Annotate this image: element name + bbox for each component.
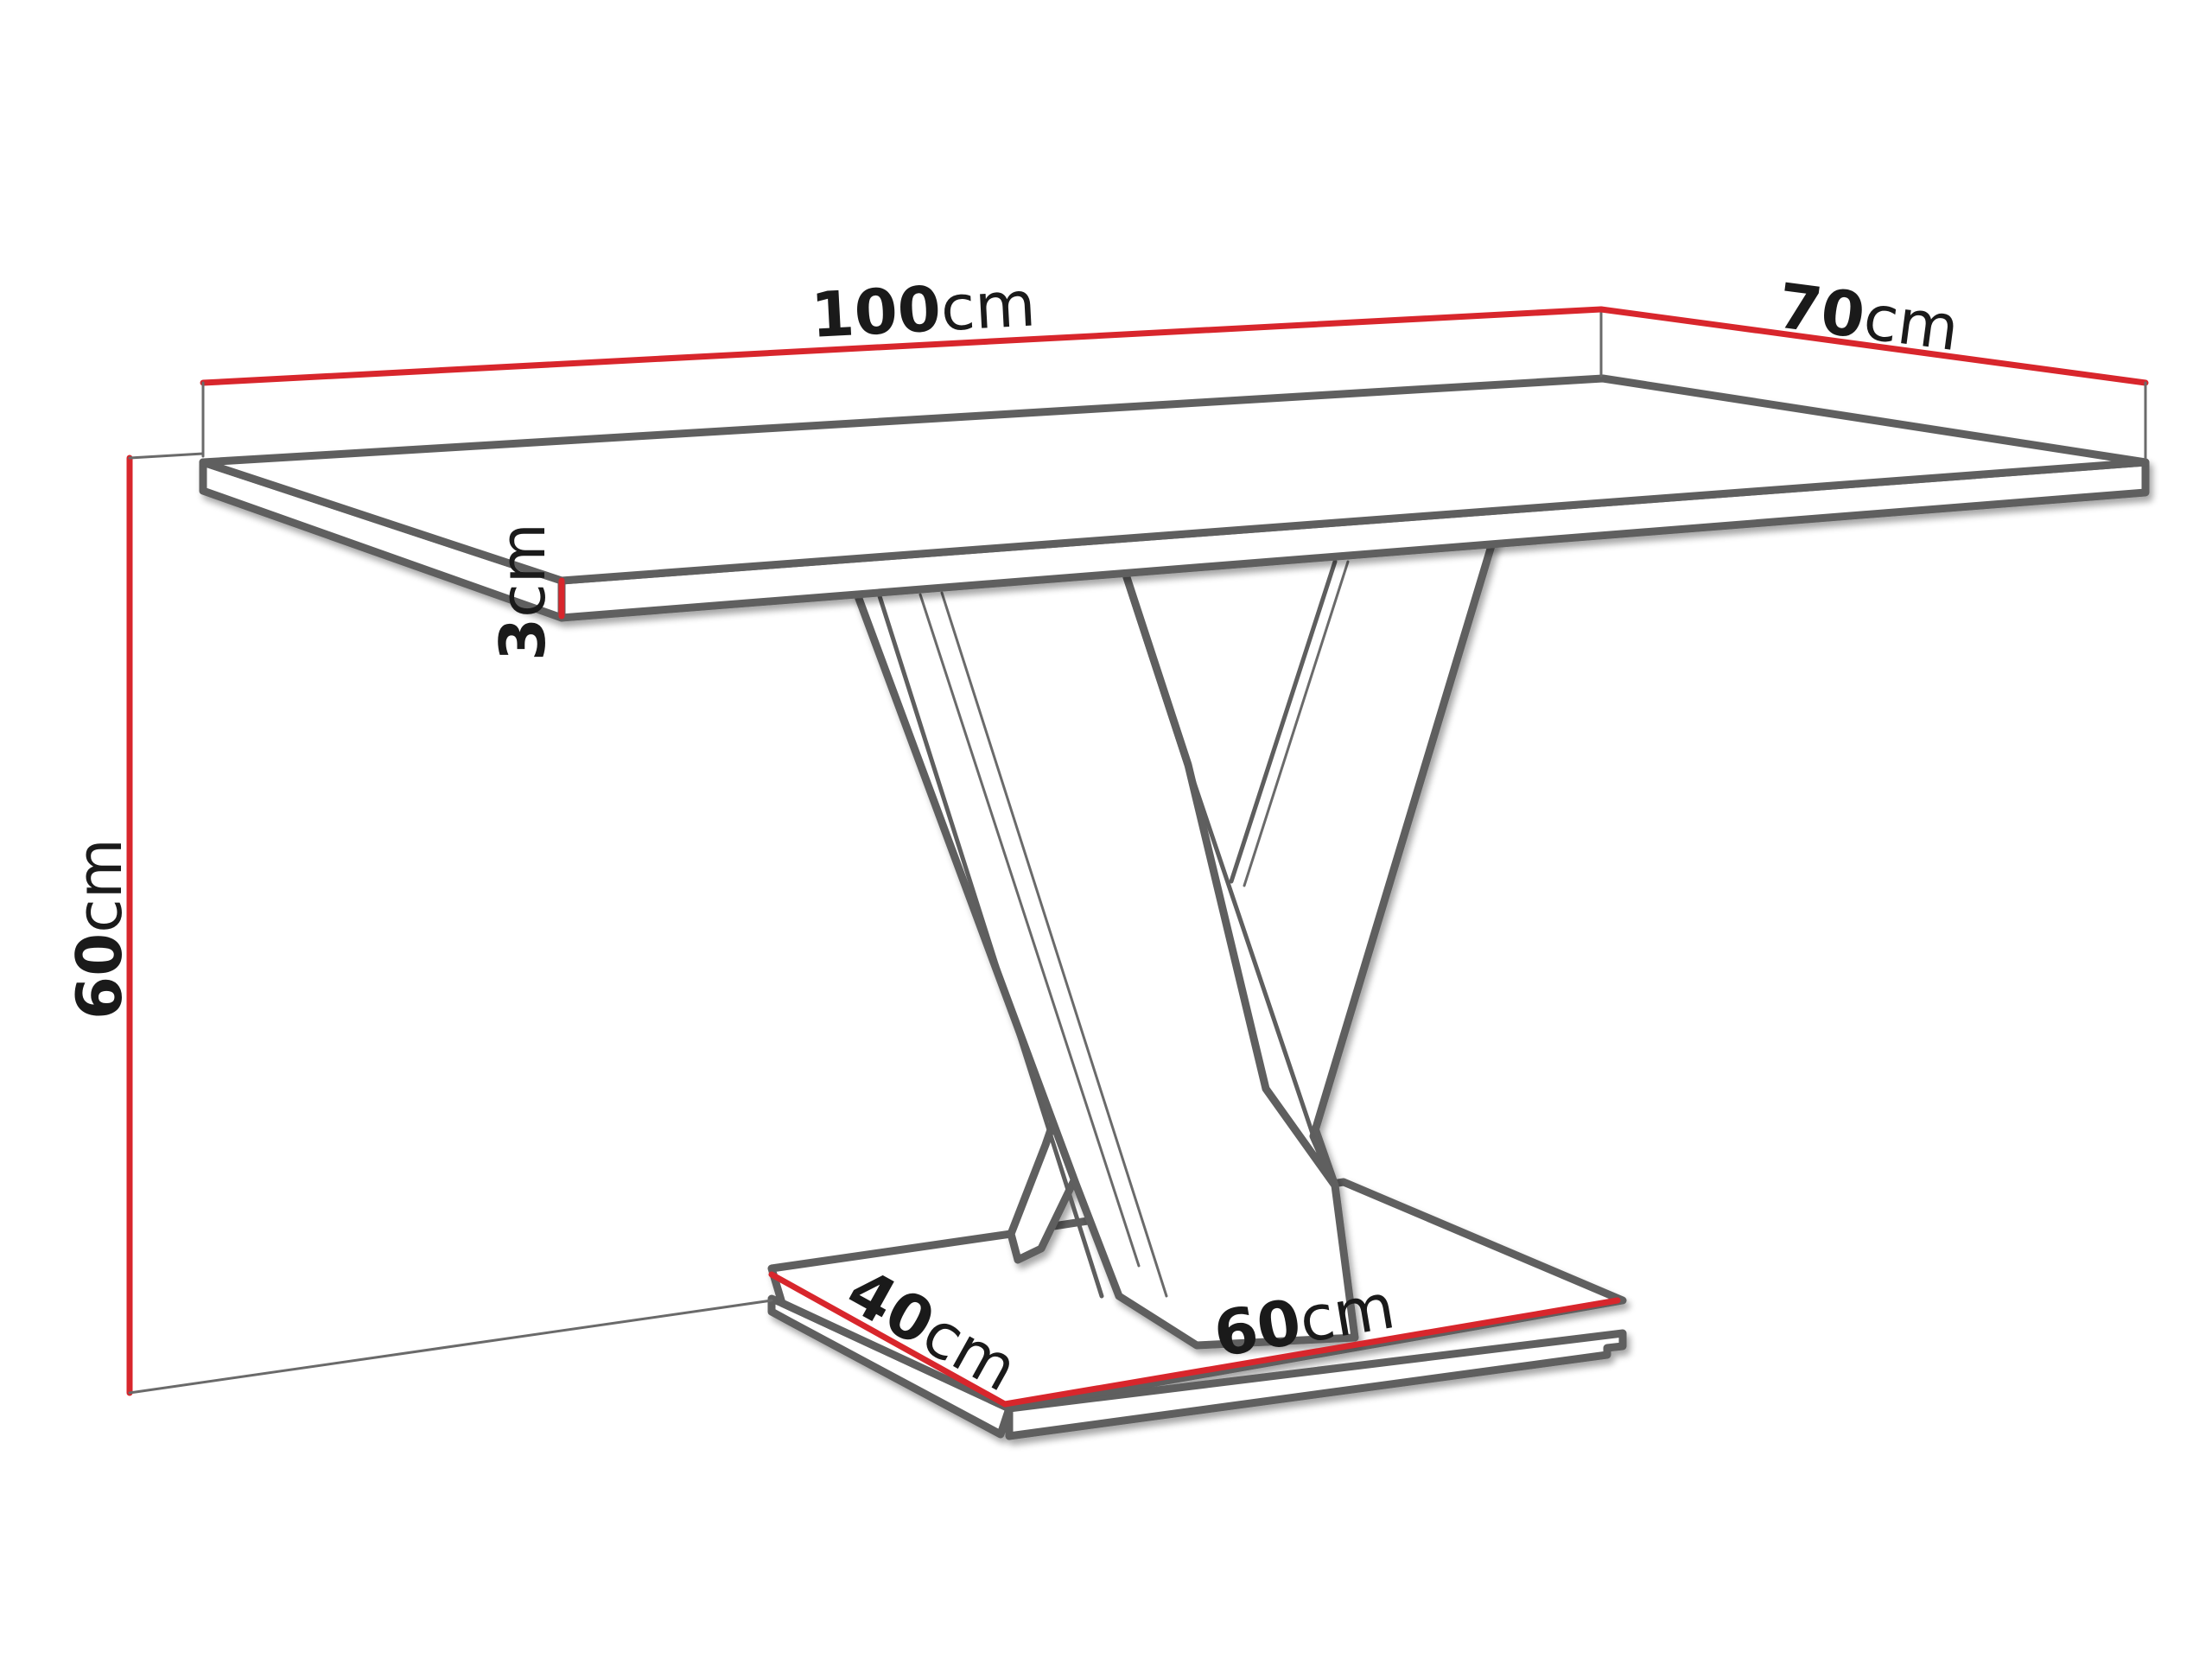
label-top-width-value: 70	[1774, 270, 1869, 353]
dim-line-base-width	[768, 1271, 1008, 1408]
dim-line-top-length	[200, 306, 1605, 386]
label-top-width-unit: cm	[1859, 281, 1963, 365]
pedestal-details	[877, 559, 1350, 1299]
pedestal-center-edge	[1185, 762, 1316, 1139]
pedestal-groove-left-3	[940, 591, 1168, 1298]
label-height: 60cm	[63, 838, 136, 1020]
label-thickness: 3cm	[486, 523, 559, 661]
table-top-surface	[199, 374, 2150, 585]
pedestal-groove-right-2	[1243, 560, 1350, 887]
label-thickness-value: 3	[486, 618, 559, 661]
dim-ext-height-top	[128, 452, 205, 460]
label-base-length-value: 60	[1209, 1285, 1306, 1370]
dim-line-base-length	[1001, 1297, 1621, 1408]
label-top-length: 100cm	[809, 267, 1037, 351]
dim-ext-height-bottom	[128, 1299, 773, 1395]
label-top-width: 70cm	[1774, 270, 1963, 365]
label-top-length-unit: cm	[939, 267, 1038, 345]
dim-line-top-width	[1598, 306, 2149, 386]
label-base-length: 60cm	[1209, 1269, 1400, 1370]
table-top	[199, 374, 2150, 622]
label-height-unit: cm	[63, 838, 136, 933]
label-thickness-unit: cm	[486, 523, 559, 618]
pedestal	[851, 536, 1497, 1350]
label-top-length-value: 100	[809, 272, 942, 352]
label-height-value: 60	[63, 933, 136, 1020]
base-plate-side-edge	[1005, 1329, 1627, 1440]
label-base-length-unit: cm	[1294, 1269, 1400, 1357]
pedestal-groove-left-2	[918, 593, 1141, 1268]
dimension-lines	[126, 306, 2149, 1408]
pedestal-groove-right	[1229, 559, 1338, 884]
pedestal-groove-left	[877, 594, 1104, 1299]
